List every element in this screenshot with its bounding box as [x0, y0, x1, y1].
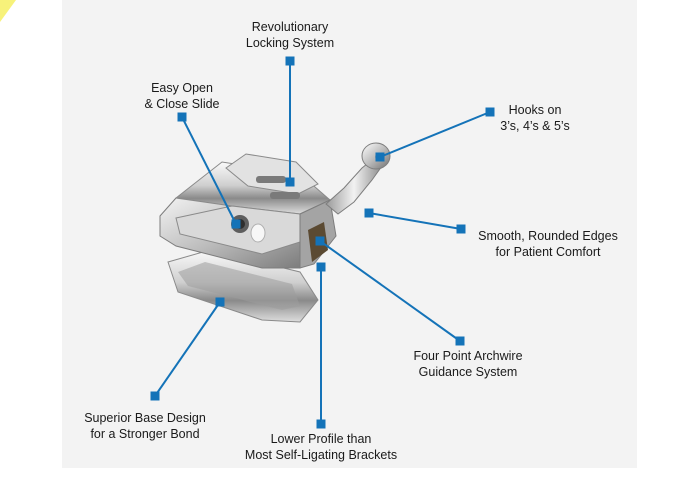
marker-hooks-end [485, 107, 495, 117]
marker-edges-point [364, 208, 374, 218]
bracket-illustration [159, 142, 391, 323]
marker-slide-point [231, 219, 241, 229]
marker-guidance-point [315, 236, 325, 246]
leader-line-guidance [319, 240, 461, 342]
marker-profile-point [316, 262, 326, 272]
marker-profile-end [316, 419, 326, 429]
marker-guidance-end [455, 336, 465, 346]
marker-base-end [150, 391, 160, 401]
marker-locking-point [285, 177, 295, 187]
marker-base-point [215, 297, 225, 307]
marker-slide-end [177, 112, 187, 122]
leader-line-edges [368, 212, 462, 230]
leader-line-base [154, 301, 221, 397]
marker-hooks-point [375, 152, 385, 162]
label-hooks: Hooks on 3’s, 4’s & 5’s [500, 103, 570, 133]
label-base-design: Superior Base Design for a Stronger Bond [84, 411, 206, 441]
label-locking-system: Revolutionary Locking System [245, 20, 335, 50]
diagram-background [62, 0, 637, 468]
label-lower-profile: Lower Profile than Most Self-Ligating Br… [244, 432, 398, 462]
marker-locking-end [285, 56, 295, 66]
label-archwire-guidance: Four Point Archwire Guidance System [413, 349, 523, 379]
label-easy-open-slide: Easy Open & Close Slide [144, 81, 220, 111]
marker-edges-end [456, 224, 466, 234]
leader-line-hooks [379, 111, 491, 158]
label-rounded-edges: Smooth, Rounded Edges for Patient Comfor… [478, 229, 618, 259]
corner-accent [0, 0, 16, 22]
leader-line-slide [181, 116, 237, 225]
